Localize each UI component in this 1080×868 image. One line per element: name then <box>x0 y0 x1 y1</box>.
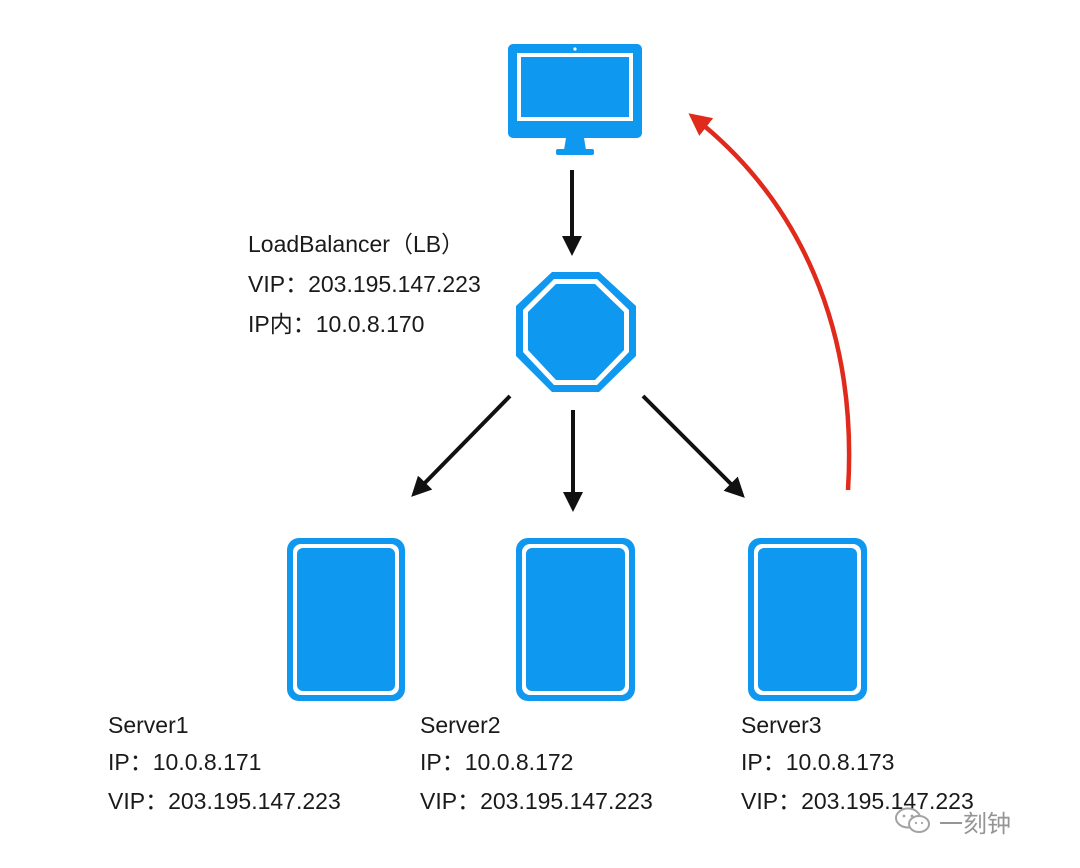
arrow-lb-to-server1 <box>411 394 512 497</box>
lb-title: LoadBalancer（LB） <box>248 231 465 257</box>
server3-name: Server3 <box>741 712 822 738</box>
server-icon <box>516 538 635 701</box>
server3-vip: VIP：203.195.147.223 <box>741 788 974 814</box>
monitor-icon <box>508 44 642 155</box>
server1-ip: IP：10.0.8.171 <box>108 749 262 775</box>
server1-name: Server1 <box>108 712 189 738</box>
arrow-server3-to-client <box>688 113 852 491</box>
server2-vip: VIP：203.195.147.223 <box>420 788 653 814</box>
server2-name: Server2 <box>420 712 501 738</box>
lb-vip: VIP：203.195.147.223 <box>248 271 481 297</box>
server1-vip: VIP：203.195.147.223 <box>108 788 341 814</box>
server3-ip: IP：10.0.8.173 <box>741 749 895 775</box>
watermark: 一刻钟 <box>893 803 1011 839</box>
arrow-lb-to-server3 <box>641 394 745 498</box>
server-icon <box>748 538 867 701</box>
wechat-icon <box>895 807 930 833</box>
watermark-text: 一刻钟 <box>939 809 1011 838</box>
server2-ip: IP：10.0.8.172 <box>420 749 574 775</box>
server-icon <box>287 538 405 701</box>
octagon-icon <box>516 272 636 392</box>
lb-ip: IP内：10.0.8.170 <box>248 311 425 337</box>
